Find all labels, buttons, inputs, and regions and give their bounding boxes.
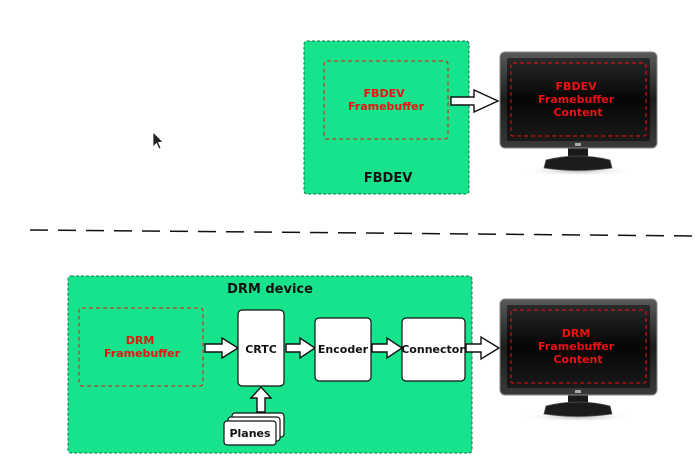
encoder-label: Encoder <box>318 343 369 356</box>
encoder-to-connector-arrow <box>371 336 404 360</box>
drm-framebuffer-label: DRM Framebuffer <box>104 334 181 360</box>
fbdev-title: FBDEV <box>364 171 413 186</box>
connector-to-monitor-arrow <box>465 335 501 361</box>
drm-title: DRM device <box>227 282 313 297</box>
crtc-label: CRTC <box>245 343 277 356</box>
connector-block <box>401 317 466 382</box>
crtc-to-encoder-arrow <box>285 336 317 360</box>
fbdev-framebuffer-label: FBDEV Framebuffer <box>348 87 425 113</box>
fbdev-panel <box>303 40 470 195</box>
planes-stack <box>223 412 285 446</box>
drm-monitor-icon <box>499 298 658 422</box>
connector-label: Connector <box>401 343 465 356</box>
fbdev-output-arrow <box>450 88 500 114</box>
encoder-block <box>314 317 372 382</box>
framebuffer-to-crtc-arrow <box>204 336 240 360</box>
drm-screen-content-box <box>510 309 647 384</box>
drm-framebuffer-box <box>78 307 204 387</box>
fbdev-monitor-icon <box>499 51 658 176</box>
planes-label: Planes <box>229 427 271 440</box>
drm-screen-label: DRM Framebuffer Content <box>538 327 618 366</box>
fbdev-screen-label: FBDEV Framebuffer Content <box>538 80 618 119</box>
planes-to-crtc-arrow <box>249 385 273 413</box>
mouse-cursor-icon <box>152 131 164 150</box>
fbdev-framebuffer-box <box>323 60 449 140</box>
fbdev-screen-content-box <box>510 62 647 137</box>
section-separator <box>29 229 697 237</box>
